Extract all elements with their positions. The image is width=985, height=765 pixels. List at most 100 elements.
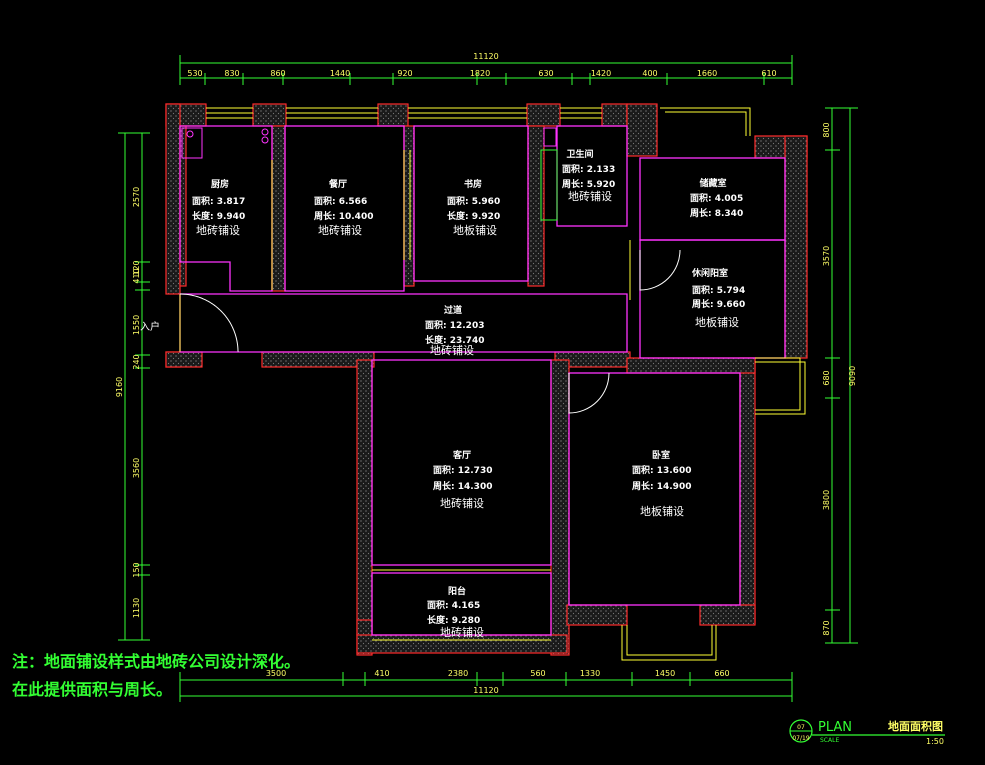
dim-bottom-4: 560 — [530, 669, 545, 678]
bedroom-perimeter: 周长: 14.900 — [632, 480, 691, 492]
title-block: 07 07/19 PLAN SCALE 地面面积图 1:50 — [789, 719, 945, 746]
fixtures — [181, 127, 558, 221]
room-bedroom: 卧室 面积: 13.600 周长: 14.900 地板铺设 — [632, 449, 691, 518]
balcony-name: 阳台 — [448, 585, 466, 597]
room-dining: 餐厅 面积: 6.566 周长: 10.400 地砖铺设 — [314, 178, 373, 237]
balcony-outline — [371, 572, 552, 636]
dim-left-1: 2570 — [132, 187, 141, 207]
dim-top-8: 1420 — [591, 69, 611, 78]
kitchen-name: 厨房 — [211, 178, 229, 190]
drawing-scale: 1:50 — [926, 737, 944, 746]
dimension-labels: 11120 530 830 860 1440 920 1820 630 1420… — [115, 52, 857, 695]
sheet-number: 07 — [797, 724, 805, 731]
dim-top-7: 630 — [538, 69, 553, 78]
drawing-title: 地面面积图 — [888, 719, 943, 733]
note-block: 注：地面铺设样式由地砖公司设计深化。 在此提供面积与周长。 — [12, 648, 300, 704]
dim-right-total: 9090 — [848, 366, 857, 386]
dim-right-1: 800 — [822, 122, 831, 137]
dim-bottom-total: 11120 — [473, 686, 498, 695]
dim-top-5: 920 — [397, 69, 412, 78]
living-perimeter: 周长: 14.300 — [433, 480, 492, 492]
dim-top-total: 11120 — [473, 52, 498, 61]
dim-top-6: 1820 — [470, 69, 490, 78]
bathroom-area: 面积: 2.133 — [562, 163, 615, 175]
note-line-2: 在此提供面积与周长。 — [12, 680, 173, 699]
dim-bottom-6: 1450 — [655, 669, 675, 678]
dim-right-3: 680 — [822, 370, 831, 385]
bathroom-outline — [556, 125, 628, 227]
dim-left-7: 150 — [132, 562, 141, 577]
dim-bottom-5: 1330 — [580, 669, 600, 678]
living-area: 面积: 12.730 — [433, 464, 492, 476]
room-bathroom: 卫生间 面积: 2.133 周长: 5.920 地砖铺设 — [562, 148, 615, 203]
bathroom-floor: 地砖铺设 — [568, 189, 612, 203]
room-outlines — [179, 125, 786, 636]
study-perimeter: 长度: 9.920 — [447, 210, 500, 222]
kitchen-perimeter: 长度: 9.940 — [192, 210, 245, 222]
dim-top-10: 1660 — [697, 69, 717, 78]
study-name: 书房 — [464, 178, 482, 190]
study-floor: 地板铺设 — [453, 223, 497, 237]
balcony-floor: 地砖铺设 — [440, 625, 484, 639]
dim-bottom-3: 2380 — [448, 669, 468, 678]
dim-right-4: 3800 — [822, 490, 831, 510]
living-outline — [371, 359, 552, 566]
dim-top-3: 860 — [270, 69, 285, 78]
doors — [179, 249, 681, 414]
dim-bottom-2: 410 — [374, 669, 389, 678]
room-kitchen: 厨房 面积: 3.817 长度: 9.940 地砖铺设 — [192, 178, 245, 237]
dining-floor: 地砖铺设 — [318, 223, 362, 237]
balcony-area: 面积: 4.165 — [427, 599, 480, 611]
bedroom-area: 面积: 13.600 — [632, 464, 691, 476]
dim-left-8: 1130 — [132, 598, 141, 618]
dim-left-5: 240 — [132, 354, 141, 369]
room-living: 客厅 面积: 12.730 周长: 14.300 地砖铺设 — [433, 449, 492, 510]
living-name: 客厅 — [452, 449, 471, 461]
bathroom-name: 卫生间 — [566, 148, 593, 160]
bathroom-perimeter: 周长: 5.920 — [562, 178, 615, 190]
living-floor: 地砖铺设 — [440, 496, 484, 510]
dim-left-6: 3560 — [132, 458, 141, 478]
room-balcony: 阳台 面积: 4.165 长度: 9.280 地砖铺设 — [427, 585, 484, 639]
dim-right-2: 3570 — [822, 246, 831, 266]
sheet-count: 07/19 — [792, 735, 809, 742]
room-storage: 储藏室 面积: 4.005 周长: 8.340 — [690, 177, 743, 219]
lounge-name: 休闲阳室 — [691, 267, 728, 279]
lounge-perimeter: 周长: 9.660 — [692, 298, 745, 310]
dimension-lines — [118, 55, 858, 702]
room-study: 书房 面积: 5.960 长度: 9.920 地板铺设 — [447, 178, 500, 237]
storage-area: 面积: 4.005 — [690, 192, 743, 204]
dining-area: 面积: 6.566 — [314, 195, 367, 207]
bedroom-floor: 地板铺设 — [640, 504, 684, 518]
storage-name: 储藏室 — [699, 177, 726, 189]
lounge-outline — [639, 239, 786, 359]
dim-bottom-7: 660 — [714, 669, 729, 678]
dim-top-9: 400 — [642, 69, 657, 78]
dim-left-4: 1550 — [132, 315, 141, 335]
entrance-label: 入户 — [140, 320, 160, 333]
dining-name: 餐厅 — [328, 178, 347, 190]
balcony-perimeter: 长度: 9.280 — [427, 614, 480, 626]
study-outline — [413, 125, 529, 282]
note-line-1: 注：地面铺设样式由地砖公司设计深化。 — [12, 652, 301, 671]
dim-top-4: 1440 — [330, 69, 350, 78]
storage-perimeter: 周长: 8.340 — [690, 207, 743, 219]
room-corridor: 过道 面积: 12.203 长度: 23.740 地砖铺设 — [425, 304, 484, 357]
dim-top-1: 530 — [187, 69, 202, 78]
dining-perimeter: 周长: 10.400 — [314, 210, 373, 222]
dim-left-2: 410 — [132, 268, 141, 283]
corridor-area: 面积: 12.203 — [425, 319, 484, 331]
kitchen-outline — [179, 125, 273, 292]
dim-right-5: 870 — [822, 620, 831, 635]
corridor-floor: 地砖铺设 — [430, 343, 474, 357]
dim-top-11: 610 — [761, 69, 776, 78]
kitchen-floor: 地砖铺设 — [196, 223, 240, 237]
bedroom-outline — [568, 372, 741, 606]
corridor-outline — [179, 293, 628, 353]
corridor-name: 过道 — [444, 304, 462, 316]
lounge-area: 面积: 5.794 — [692, 284, 745, 296]
lounge-floor: 地板铺设 — [695, 315, 739, 329]
dim-left-3: 120 — [132, 260, 141, 275]
corridor-perimeter: 长度: 23.740 — [425, 334, 484, 346]
